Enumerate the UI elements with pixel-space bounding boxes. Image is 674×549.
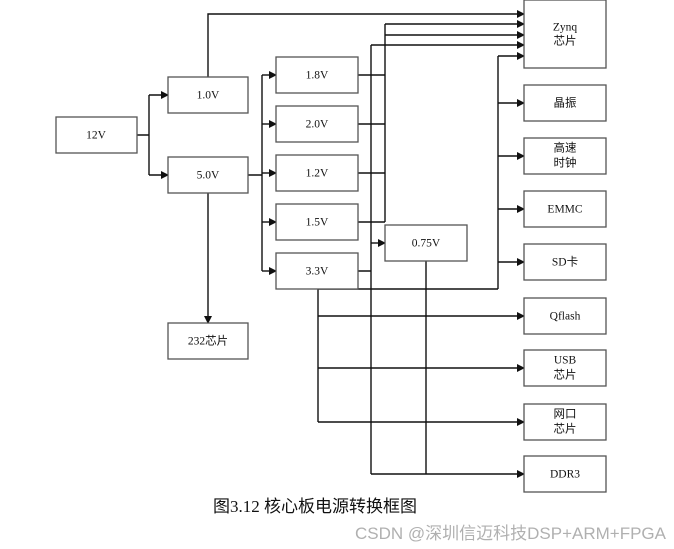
svg-text:高速: 高速 xyxy=(554,141,577,155)
svg-text:Qflash: Qflash xyxy=(550,311,581,323)
svg-text:EMMC: EMMC xyxy=(547,204,582,216)
svg-text:12V: 12V xyxy=(86,130,107,142)
node-1v8: 1.8V xyxy=(275,56,359,94)
node-12v: 12V xyxy=(55,116,138,154)
svg-text:芯片: 芯片 xyxy=(554,422,577,436)
svg-text:5.0V: 5.0V xyxy=(197,170,220,182)
node-3v3: 3.3V xyxy=(275,252,359,290)
svg-text:1.8V: 1.8V xyxy=(306,70,329,82)
svg-text:0.75V: 0.75V xyxy=(412,238,441,250)
connectors xyxy=(137,10,525,478)
svg-text:网口: 网口 xyxy=(554,409,577,421)
node-crystal: 晶振 xyxy=(523,84,607,122)
svg-text:DDR3: DDR3 xyxy=(550,469,580,481)
svg-text:1.0V: 1.0V xyxy=(197,90,220,102)
node-sd-card: SD卡 xyxy=(523,243,607,281)
figure-caption: 图3.12 核心板电源转换框图 xyxy=(213,497,417,516)
svg-text:1.2V: 1.2V xyxy=(306,168,329,180)
node-2v0: 2.0V xyxy=(275,105,359,143)
svg-text:Zynq: Zynq xyxy=(553,22,578,34)
svg-text:1.5V: 1.5V xyxy=(306,217,329,229)
svg-text:USB: USB xyxy=(554,355,577,367)
svg-text:232芯片: 232芯片 xyxy=(188,334,228,348)
svg-text:芯片: 芯片 xyxy=(554,368,577,382)
svg-text:SD卡: SD卡 xyxy=(552,256,578,269)
svg-text:晶振: 晶振 xyxy=(554,96,577,110)
node-emmc: EMMC xyxy=(523,190,607,228)
node-5v0: 5.0V xyxy=(167,156,249,194)
svg-text:芯片: 芯片 xyxy=(554,34,577,48)
node-0v75: 0.75V xyxy=(384,224,468,262)
watermark: CSDN @深圳信迈科技DSP+ARM+FPGA xyxy=(354,524,666,543)
node-1v2: 1.2V xyxy=(275,154,359,192)
node-qflash: Qflash xyxy=(523,297,607,335)
svg-text:2.0V: 2.0V xyxy=(306,119,329,131)
svg-text:3.3V: 3.3V xyxy=(306,266,329,278)
node-232-chip: 232芯片 xyxy=(167,322,249,360)
node-1v0: 1.0V xyxy=(167,76,249,114)
node-ddr3: DDR3 xyxy=(523,455,607,493)
svg-text:时钟: 时钟 xyxy=(554,156,577,170)
node-1v5: 1.5V xyxy=(275,203,359,241)
